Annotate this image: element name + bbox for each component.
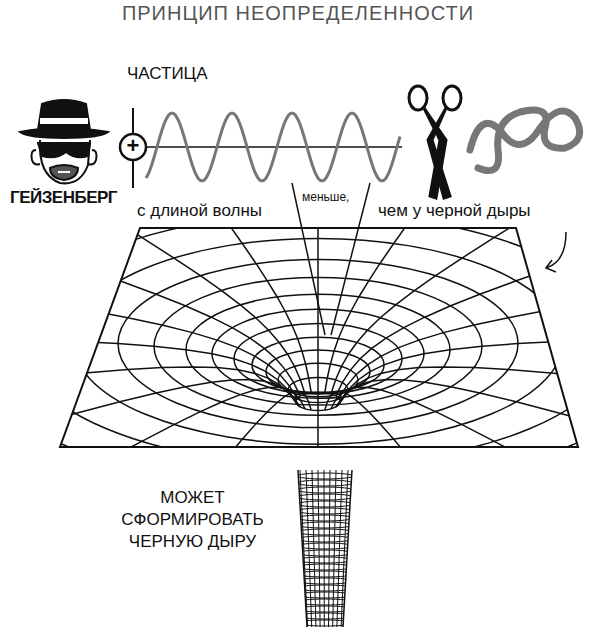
grid-line — [306, 470, 312, 627]
grid-line — [325, 391, 451, 508]
particle-wave — [120, 108, 402, 335]
grid-line — [297, 494, 353, 500]
grid-line — [297, 613, 353, 619]
grid-line — [297, 501, 353, 507]
wave-label: чем у черной дыры — [378, 201, 531, 221]
title: ПРИНЦИП НЕОПРЕДЕЛЕННОСТИ — [0, 2, 596, 25]
charge-sign: + — [124, 133, 142, 159]
grid-line — [324, 470, 325, 627]
grid-line — [297, 564, 353, 570]
grid-line — [318, 470, 320, 627]
person-name: ГЕЙЗЕНБЕРГ — [10, 188, 117, 208]
grid-line — [65, 191, 305, 394]
grid-line — [0, 231, 300, 397]
grid-line — [297, 515, 353, 521]
wave-label: с длиной волны — [137, 201, 262, 221]
grid-line — [0, 380, 300, 443]
comparison-label: меньше, — [302, 191, 349, 205]
grid-line — [340, 337, 596, 402]
grid-line — [297, 620, 353, 626]
throat-outline — [298, 470, 352, 627]
grid-line — [297, 522, 353, 528]
grid-line — [297, 508, 353, 514]
grid-line — [339, 281, 596, 399]
grid-line — [0, 337, 296, 402]
cut-wave — [470, 110, 580, 171]
grid-line — [297, 487, 353, 493]
black-hole-throat — [297, 470, 353, 627]
grid-line — [65, 387, 305, 483]
result-label: МОЖЕТ СФОРМИРОВАТЬ ЧЕРНУЮ ДЫРУ — [110, 487, 275, 553]
grid-line — [312, 470, 316, 627]
grid-line — [331, 387, 571, 483]
scissors — [409, 86, 461, 198]
grid-line — [0, 367, 297, 404]
grid-line — [0, 156, 596, 517]
grid-line — [185, 165, 311, 393]
grid-line — [329, 470, 331, 627]
particle-label: ЧАСТИЦА — [127, 64, 208, 84]
grid-line — [297, 529, 353, 535]
grid-line — [337, 470, 342, 627]
grid-border — [60, 228, 578, 447]
grid-line — [18, 213, 596, 465]
pointer-arrow — [546, 232, 566, 272]
spacetime-grid — [0, 156, 596, 517]
heisenberg-face — [20, 100, 108, 183]
grid-line — [297, 480, 353, 486]
grid-line — [333, 470, 336, 627]
grid-line — [297, 473, 353, 479]
